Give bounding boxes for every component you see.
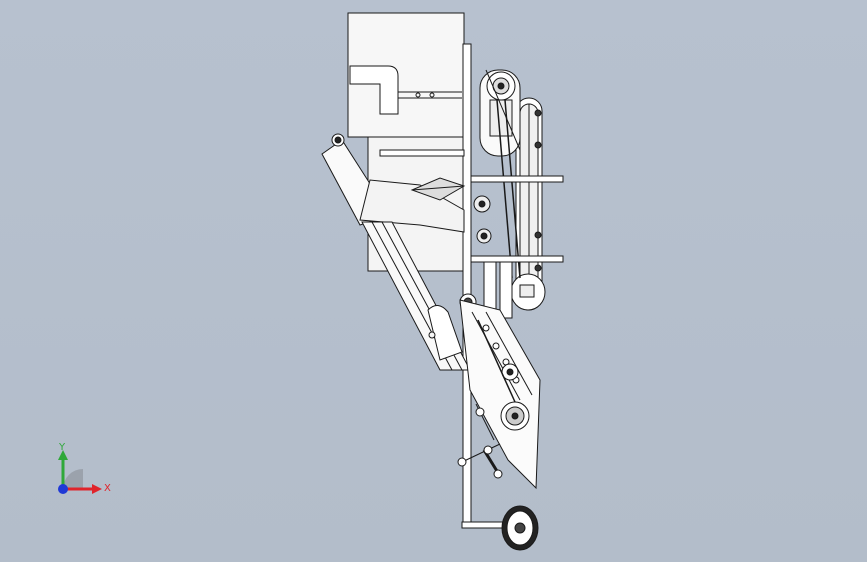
z-axis-dot	[58, 484, 68, 494]
lower-linkages	[457, 403, 503, 479]
lower-chain-conveyor	[459, 299, 541, 490]
x-axis-head	[92, 484, 102, 494]
hydraulic-cylinder	[499, 261, 513, 319]
drive-belt	[496, 99, 513, 279]
belt-rollers	[534, 109, 542, 272]
bolt	[429, 92, 435, 98]
main-frame-post	[462, 43, 472, 529]
cross-brace	[470, 175, 564, 183]
feed-hopper	[359, 179, 465, 233]
cross-brace	[470, 255, 564, 263]
bolt	[415, 92, 421, 98]
side-pipe	[427, 305, 463, 361]
y-axis-head	[58, 450, 68, 460]
coordinate-triad: Y X	[40, 440, 120, 510]
triad-graphic	[58, 450, 102, 494]
cross-brace	[379, 149, 465, 157]
y-axis-label: Y	[59, 442, 66, 453]
elbow-pipe	[349, 65, 399, 115]
x-axis-label: X	[104, 483, 111, 494]
